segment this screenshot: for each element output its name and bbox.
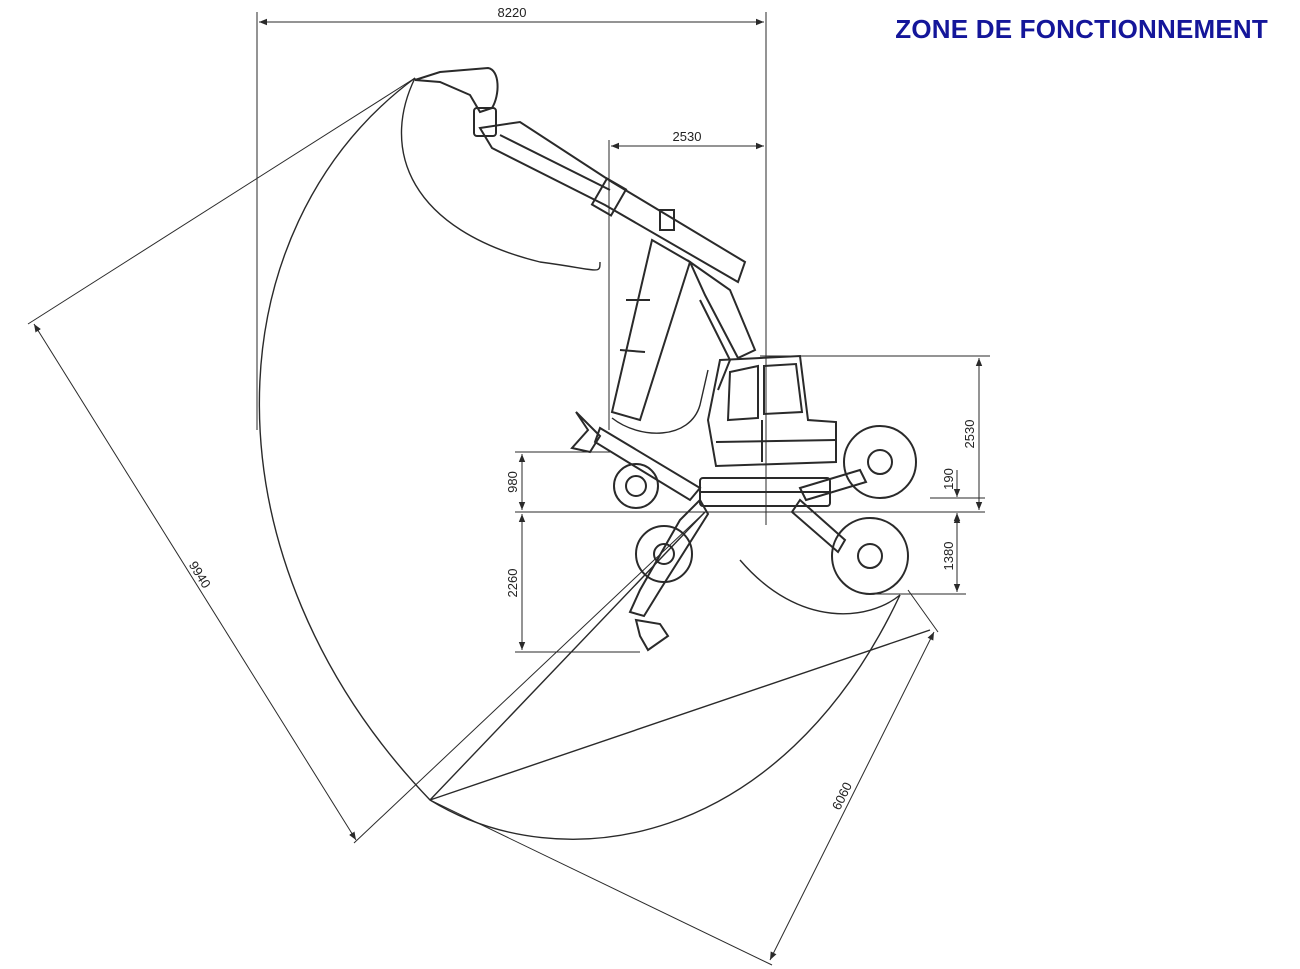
page-title: ZONE DE FONCTIONNEMENT: [895, 14, 1268, 44]
front-claw-leg: [570, 411, 702, 502]
dimension-1380: 1380: [868, 515, 966, 595]
reach-envelope: [258, 77, 931, 840]
lower-claw-leg: [628, 498, 710, 652]
dim-label-6060: 6060: [829, 780, 855, 813]
dimension-9940: 9940: [27, 77, 706, 844]
walking-excavator: [414, 66, 917, 652]
wheel-front-lower: [635, 525, 693, 583]
dimension-2260: 2260: [505, 514, 640, 653]
dimension-980: 980: [505, 451, 610, 510]
wheel-rear-upper: [843, 425, 917, 499]
bucket: [414, 66, 499, 137]
dimension-6060: 6060: [429, 589, 939, 966]
chassis: [699, 477, 831, 507]
dimension-8220: 8220: [256, 5, 767, 525]
rear-leg-upper: [798, 468, 868, 502]
boom: [610, 238, 757, 422]
dim-label-980: 980: [505, 471, 520, 493]
dimension-190: 190: [930, 468, 985, 526]
dipper-arm: [478, 120, 747, 284]
wheel-rear-lower: [831, 517, 909, 595]
dim-label-190: 190: [941, 468, 956, 490]
dim-label-2530-top: 2530: [673, 129, 702, 144]
dimension-2530-top: 2530: [608, 129, 764, 430]
rear-leg-lower: [790, 498, 847, 554]
dim-label-8220: 8220: [498, 5, 527, 20]
cab: [706, 354, 837, 468]
dim-label-2260: 2260: [505, 569, 520, 598]
dim-label-2530-right: 2530: [962, 420, 977, 449]
dim-label-1380: 1380: [941, 542, 956, 571]
wheel-front-upper: [613, 463, 659, 509]
